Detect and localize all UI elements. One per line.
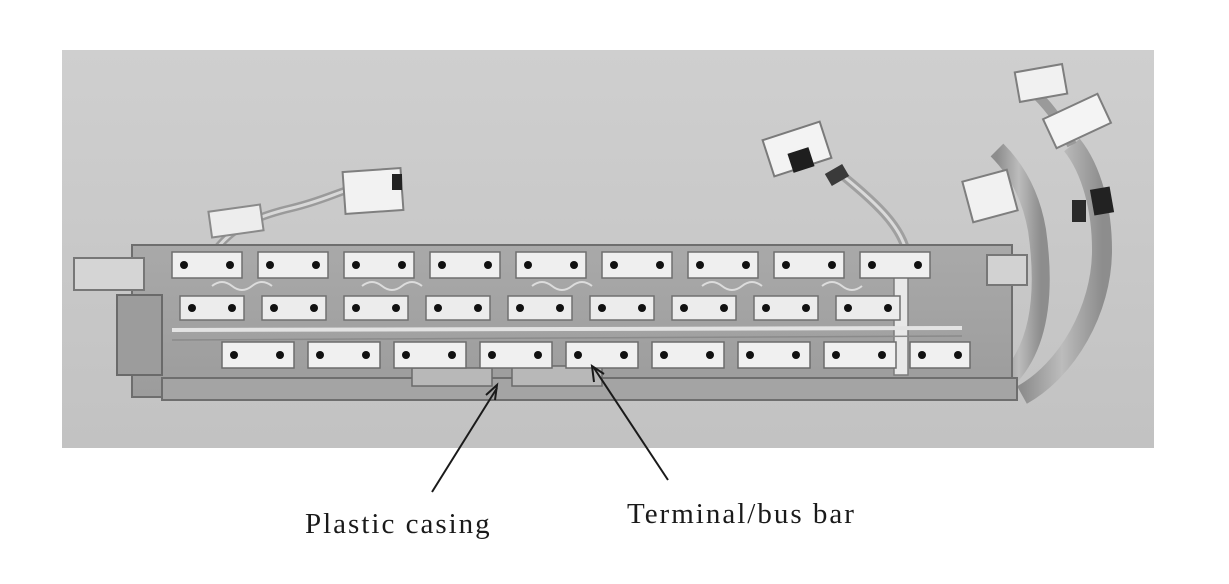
left-connector [207,166,405,258]
terminal-row-bottom [221,341,971,369]
battery-module-photo [62,50,1154,448]
terminal-bus-bar-label: Terminal/bus bar [627,498,856,530]
plastic-casing-label: Plastic casing [305,508,492,540]
terminal-row-middle [179,295,901,321]
terminal-row-top [171,251,931,279]
right-hoses [961,62,1115,404]
wiring [211,281,863,291]
